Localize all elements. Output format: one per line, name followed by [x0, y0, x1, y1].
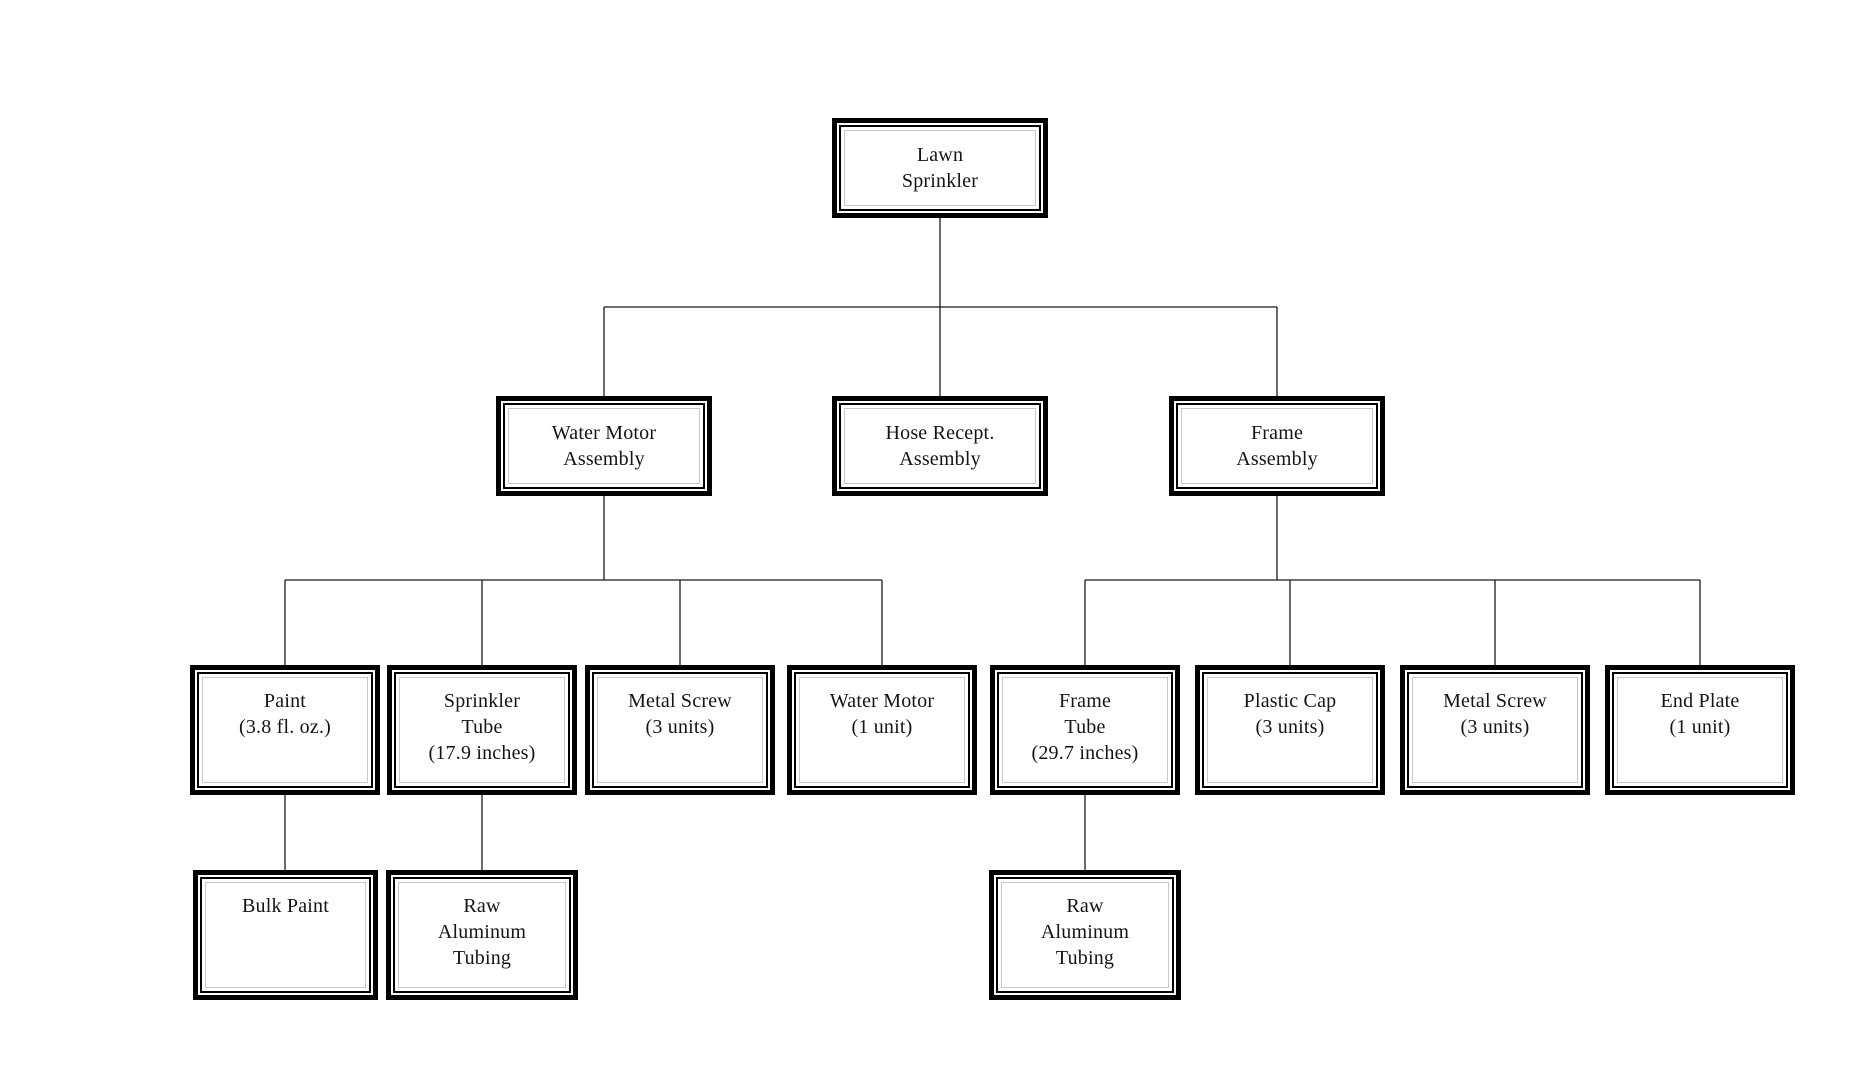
node-raw-aluminum-tubing-frame: Raw Aluminum Tubing	[989, 870, 1181, 1000]
node-metal-screw-wma-label: Metal Screw (3 units)	[628, 690, 732, 738]
node-lawn-sprinkler: Lawn Sprinkler	[832, 118, 1048, 218]
node-sprinkler-tube: Sprinkler Tube (17.9 inches)	[387, 665, 577, 795]
connector-water-motor-assembly-children	[284, 496, 883, 665]
node-bulk-paint-label: Bulk Paint	[241, 895, 329, 917]
connector-frame-assembly-children	[1084, 496, 1701, 665]
node-end-plate-label: End Plate (1 unit)	[1660, 690, 1740, 738]
node-lawn-sprinkler-label: Lawn Sprinkler	[901, 144, 979, 192]
node-end-plate: End Plate (1 unit)	[1605, 665, 1795, 795]
node-raw-aluminum-tubing-frame-label: Raw Aluminum Tubing	[1040, 895, 1130, 969]
node-bulk-paint: Bulk Paint	[193, 870, 378, 1000]
node-frame-tube: Frame Tube (29.7 inches)	[990, 665, 1180, 795]
node-frame-assembly-label: Frame Assembly	[1236, 422, 1318, 470]
node-paint-label: Paint (3.8 fl. oz.)	[238, 690, 331, 738]
node-hose-recept-assembly-label: Hose Recept. Assembly	[885, 422, 995, 470]
node-metal-screw-fa-label: Metal Screw (3 units)	[1443, 690, 1547, 738]
node-raw-aluminum-tubing-sprinkler: Raw Aluminum Tubing	[386, 870, 578, 1000]
node-metal-screw-wma: Metal Screw (3 units)	[585, 665, 775, 795]
node-hose-recept-assembly: Hose Recept. Assembly	[832, 396, 1048, 496]
node-plastic-cap: Plastic Cap (3 units)	[1195, 665, 1385, 795]
node-water-motor-label: Water Motor (1 unit)	[829, 690, 935, 738]
connector-lawn-sprinkler-children	[603, 218, 1278, 396]
node-frame-tube-label: Frame Tube (29.7 inches)	[1031, 690, 1139, 764]
node-frame-assembly: Frame Assembly	[1169, 396, 1385, 496]
node-water-motor-assembly: Water Motor Assembly	[496, 396, 712, 496]
node-raw-aluminum-tubing-sprinkler-label: Raw Aluminum Tubing	[437, 895, 527, 969]
node-plastic-cap-label: Plastic Cap (3 units)	[1243, 690, 1337, 738]
node-sprinkler-tube-label: Sprinkler Tube (17.9 inches)	[428, 690, 536, 764]
node-water-motor: Water Motor (1 unit)	[787, 665, 977, 795]
node-paint: Paint (3.8 fl. oz.)	[190, 665, 380, 795]
node-water-motor-assembly-label: Water Motor Assembly	[551, 422, 657, 470]
node-metal-screw-fa: Metal Screw (3 units)	[1400, 665, 1590, 795]
